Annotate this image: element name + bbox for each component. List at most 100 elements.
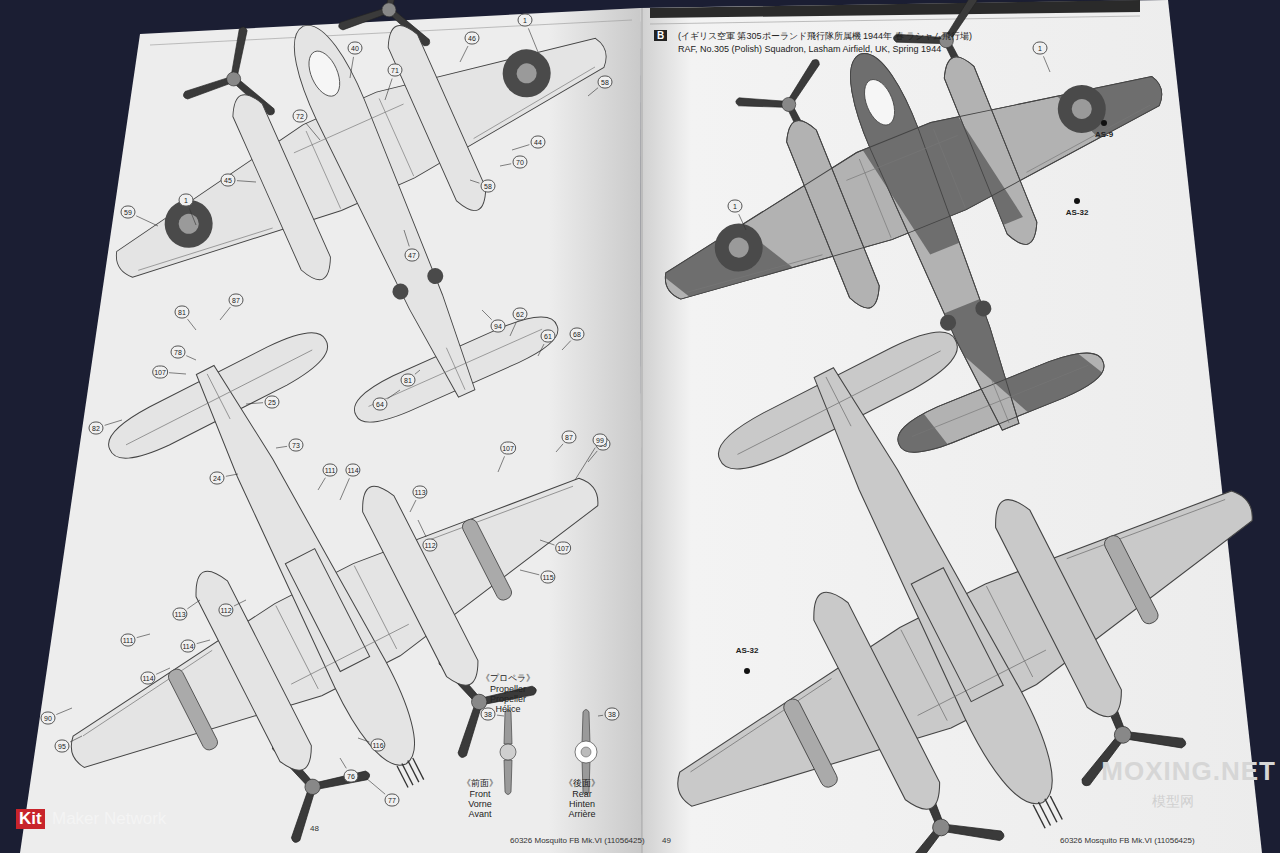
scheme-title: RAF, No.305 (Polish) Squadron, Lasham Ai…	[678, 44, 941, 54]
callout-number: 107	[152, 366, 168, 379]
leader-line	[340, 758, 346, 768]
leader-line	[387, 390, 400, 399]
callout-number: 1	[728, 200, 743, 213]
view-caption: Hélice	[495, 704, 520, 714]
callout-number: 58	[598, 76, 613, 89]
callout-number: 95	[55, 740, 70, 753]
callout-number: 87	[229, 294, 244, 307]
leader-line	[237, 181, 256, 182]
callout-number: 1	[1033, 42, 1048, 55]
leader-line	[498, 456, 505, 472]
callout-number: 107	[500, 442, 516, 455]
leader-line	[226, 474, 238, 476]
callout-number: 114	[180, 640, 195, 653]
leader-line	[137, 634, 150, 638]
callout-number: 1	[179, 194, 194, 207]
view-caption: Avant	[469, 809, 492, 819]
callout-number: 64	[373, 398, 388, 411]
leader-line	[276, 446, 287, 448]
callout-number: 61	[541, 330, 556, 343]
callout-number: 111	[323, 464, 338, 477]
callout-number: 70	[513, 156, 528, 169]
callout-number: 81	[175, 306, 190, 319]
leader-line	[350, 57, 354, 78]
callout-number: 59	[121, 206, 136, 219]
paint-code: AS-9	[1095, 130, 1113, 139]
page-footer: 48	[310, 824, 319, 833]
watermark: Maker Network	[52, 809, 166, 829]
left-page	[20, 8, 642, 853]
callout-number: 114	[140, 672, 155, 685]
leader-line	[404, 230, 409, 246]
header-bar	[650, 0, 1140, 18]
leader-line	[385, 79, 392, 100]
aircraft-view	[50, 0, 710, 502]
leader-line	[366, 778, 385, 794]
watermark: MOXING.NET	[1101, 756, 1276, 787]
page-footer: 60326 Mosquito FB Mk.VI (11056425)	[1060, 836, 1195, 845]
leader-line	[306, 123, 320, 140]
page-footer: 60326 Mosquito FB Mk.VI (11056425)	[510, 836, 645, 845]
background	[1168, 0, 1280, 853]
leader-line	[470, 180, 479, 183]
callout-number: 1	[518, 14, 533, 27]
leader-line	[186, 356, 196, 360]
leader-line	[588, 88, 598, 96]
callout-number: 47	[405, 249, 420, 262]
view-caption: 《前面》	[462, 777, 498, 790]
callout-number: 73	[289, 439, 304, 452]
leader-line	[497, 715, 504, 717]
leader-line	[136, 216, 158, 226]
callout-number: 58	[481, 180, 496, 193]
paint-code: AS-32	[736, 646, 759, 655]
leader-line	[418, 520, 426, 537]
view-caption: Rear	[572, 789, 592, 799]
callout-number: 40	[348, 42, 363, 55]
view-caption: Propeller	[490, 694, 526, 704]
callout-number: 38	[481, 708, 496, 721]
leader-line	[188, 319, 196, 330]
leader-line	[460, 46, 468, 62]
leader-line	[56, 708, 72, 715]
leader-line	[520, 570, 539, 575]
callout-number: 94	[491, 320, 506, 333]
leader-line	[538, 344, 544, 356]
callout-number: 90	[41, 712, 56, 725]
callout-number: 77	[385, 794, 400, 807]
callout-number: 107	[555, 542, 571, 555]
leader-line	[220, 307, 230, 320]
leader-line	[598, 715, 603, 717]
leader-line	[169, 373, 186, 374]
callout-number: 114	[345, 464, 360, 477]
leader-line	[1043, 56, 1050, 72]
leader-line	[739, 214, 746, 230]
leader-line	[156, 668, 170, 674]
callout-number: 81	[401, 374, 416, 387]
leader-line	[562, 341, 571, 350]
leader-line	[105, 420, 122, 425]
aircraft-view	[539, 228, 1280, 853]
callout-number: 62	[513, 308, 528, 321]
leader-line	[540, 540, 554, 545]
leader-line	[482, 310, 492, 320]
leader-line	[410, 500, 416, 512]
leader-line	[358, 738, 370, 742]
callout-number: 111	[121, 634, 136, 647]
callout-number: 76	[344, 770, 359, 783]
callout-number: 113	[172, 608, 187, 621]
callout-number: 116	[370, 739, 385, 752]
callout-number: 68	[570, 328, 585, 341]
callout-number: 44	[531, 136, 546, 149]
view-caption: Front	[469, 789, 490, 799]
paint-code: AS-32	[1066, 208, 1089, 217]
leader-line	[512, 145, 529, 150]
view-caption: Propeller	[490, 684, 526, 694]
callout-number: 38	[605, 708, 620, 721]
aircraft-view	[564, 0, 1280, 548]
view-caption: Hinten	[569, 799, 595, 809]
leader-line	[246, 403, 263, 404]
callout-number: 99	[593, 434, 608, 447]
callout-number: 72	[293, 110, 308, 123]
leader-line	[70, 736, 82, 742]
